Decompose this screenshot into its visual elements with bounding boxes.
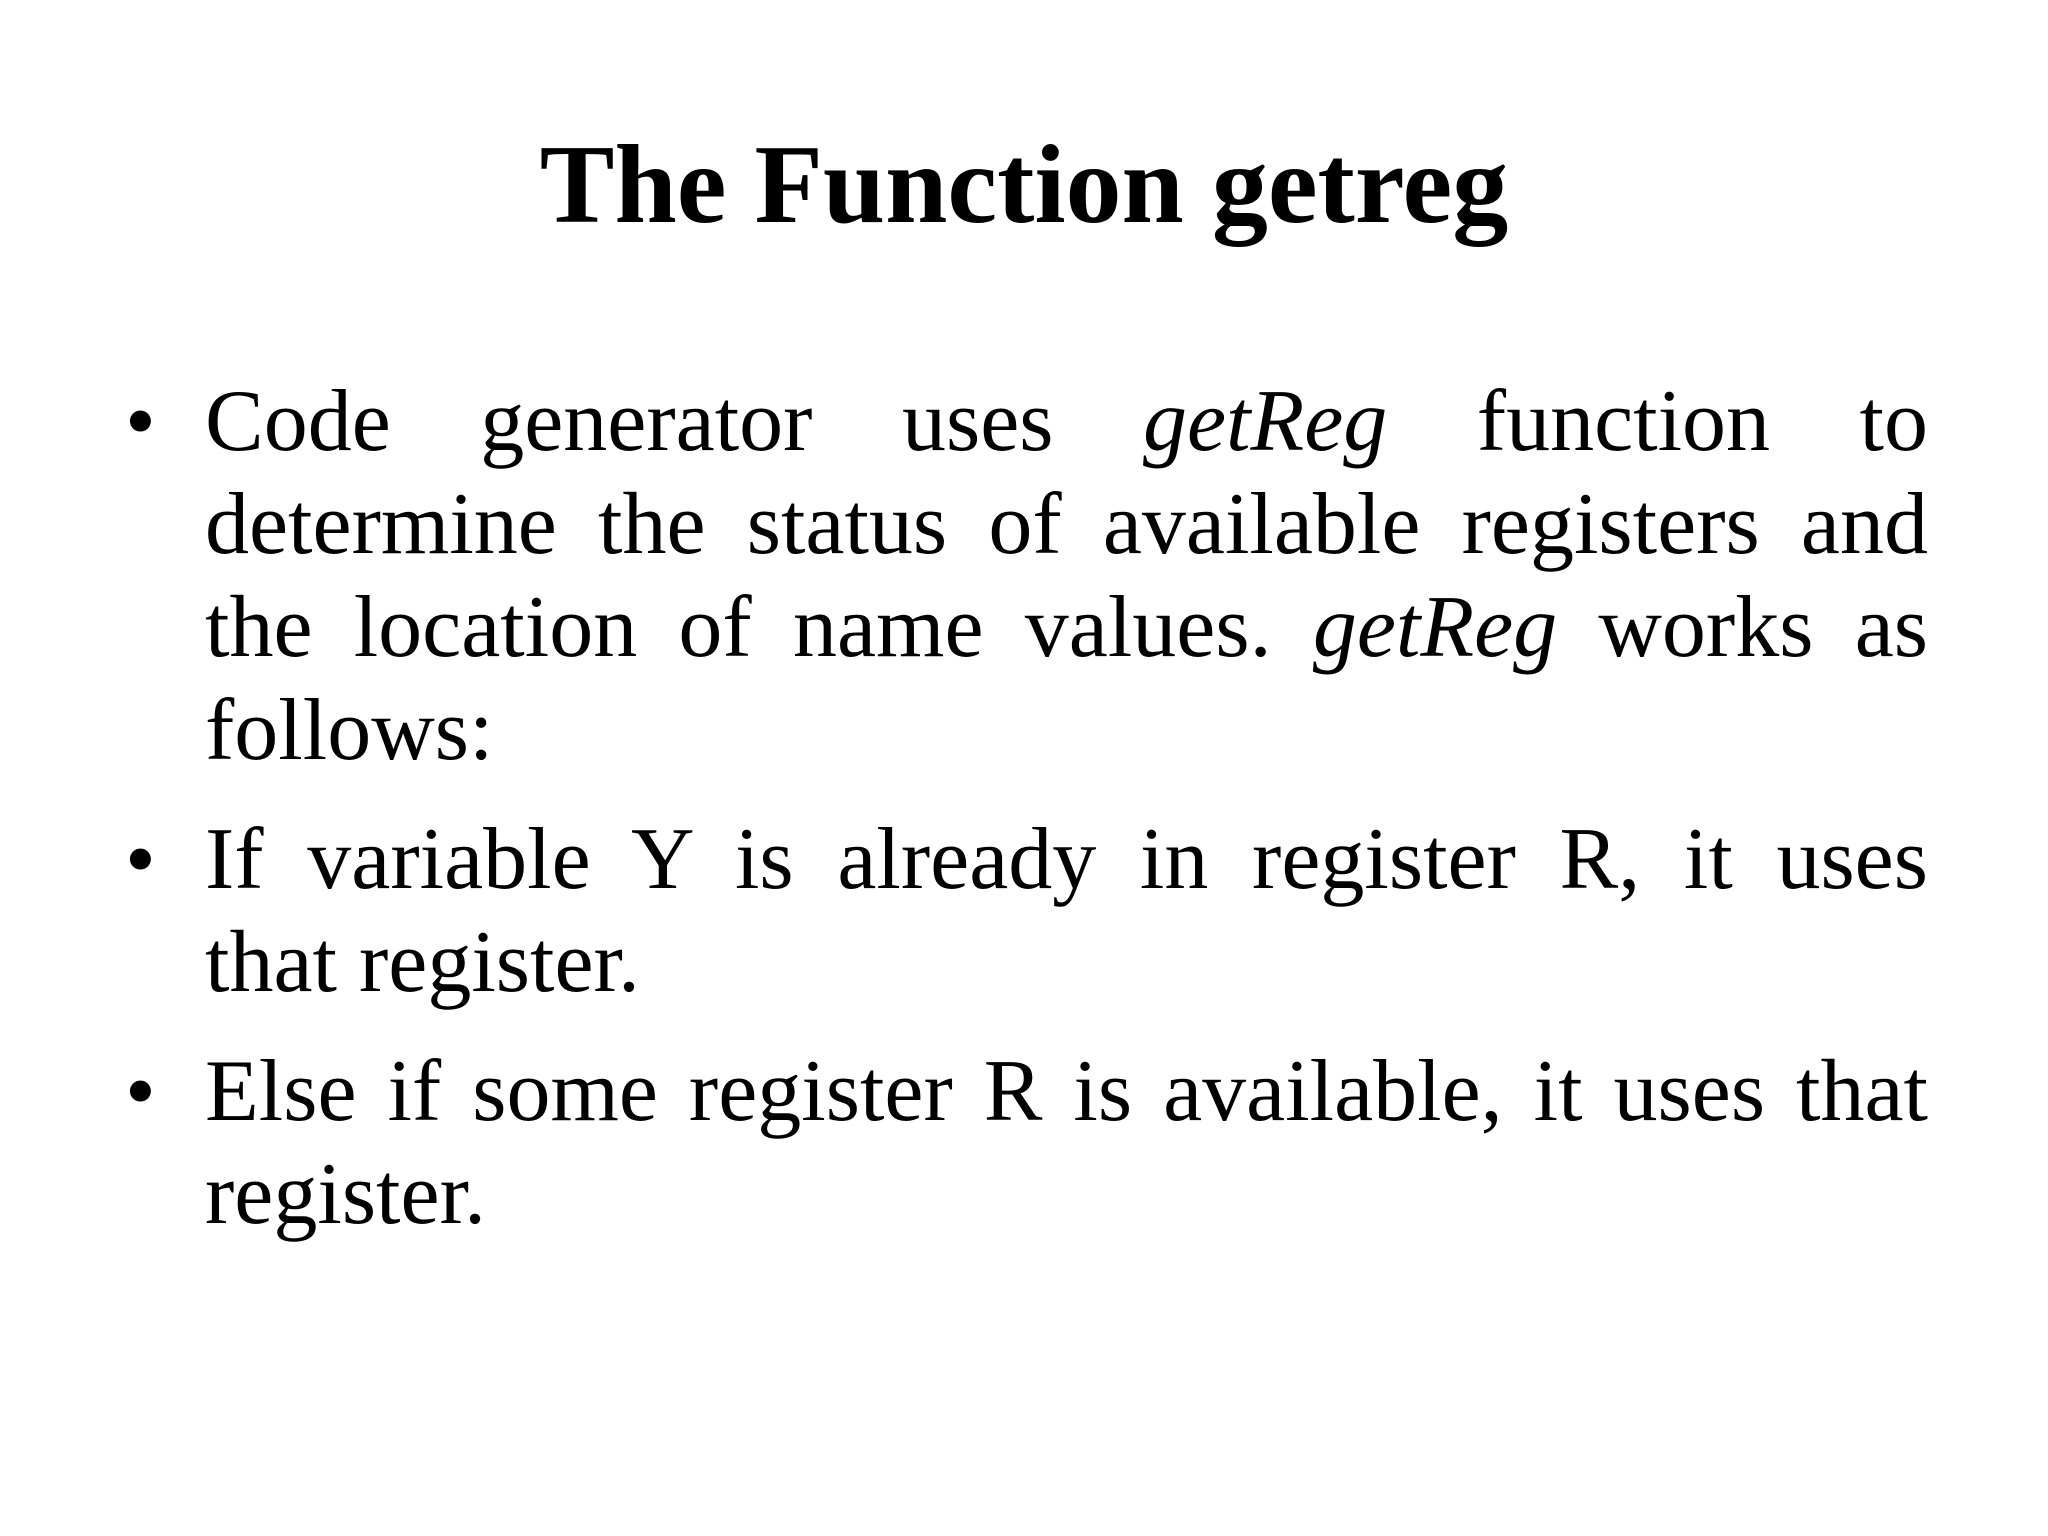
bullet-item: • Else if some register R is available, i…: [125, 1040, 1928, 1246]
bullet-line: register.: [205, 1143, 1928, 1246]
bullet-marker: •: [125, 1043, 156, 1140]
bullet-line: Code generator uses getReg function to: [205, 370, 1928, 473]
bullet-line: the location of name values. getReg work…: [205, 576, 1928, 679]
text-run: determine the status of available regist…: [205, 476, 1928, 573]
text-run: Code generator uses: [205, 373, 1143, 470]
text-run: works as: [1557, 579, 1929, 676]
text-run: register.: [205, 1146, 487, 1243]
italic-text-run: getReg: [1312, 579, 1558, 676]
bullet-marker: •: [125, 373, 156, 470]
text-run: follows:: [205, 682, 494, 779]
bullet-line: If variable Y is already in register R, …: [205, 808, 1928, 911]
bullet-line: follows:: [205, 679, 1928, 782]
text-run: Else if some register R is available, it…: [205, 1043, 1928, 1140]
bullet-line: Else if some register R is available, it…: [205, 1040, 1928, 1143]
bullet-marker: •: [125, 811, 156, 908]
slide-title: The Function getreg: [539, 123, 1509, 247]
italic-text-run: getReg: [1142, 373, 1388, 470]
text-run: If variable Y is already in register R, …: [205, 811, 1928, 908]
bullet-line: determine the status of available regist…: [205, 473, 1928, 576]
bullet-item: • If variable Y is already in register R,…: [125, 808, 1928, 1014]
bullet-line: that register.: [205, 911, 1928, 1014]
text-run: the location of name values.: [205, 579, 1313, 676]
text-run: function to: [1387, 373, 1928, 470]
text-run: that register.: [205, 914, 640, 1011]
